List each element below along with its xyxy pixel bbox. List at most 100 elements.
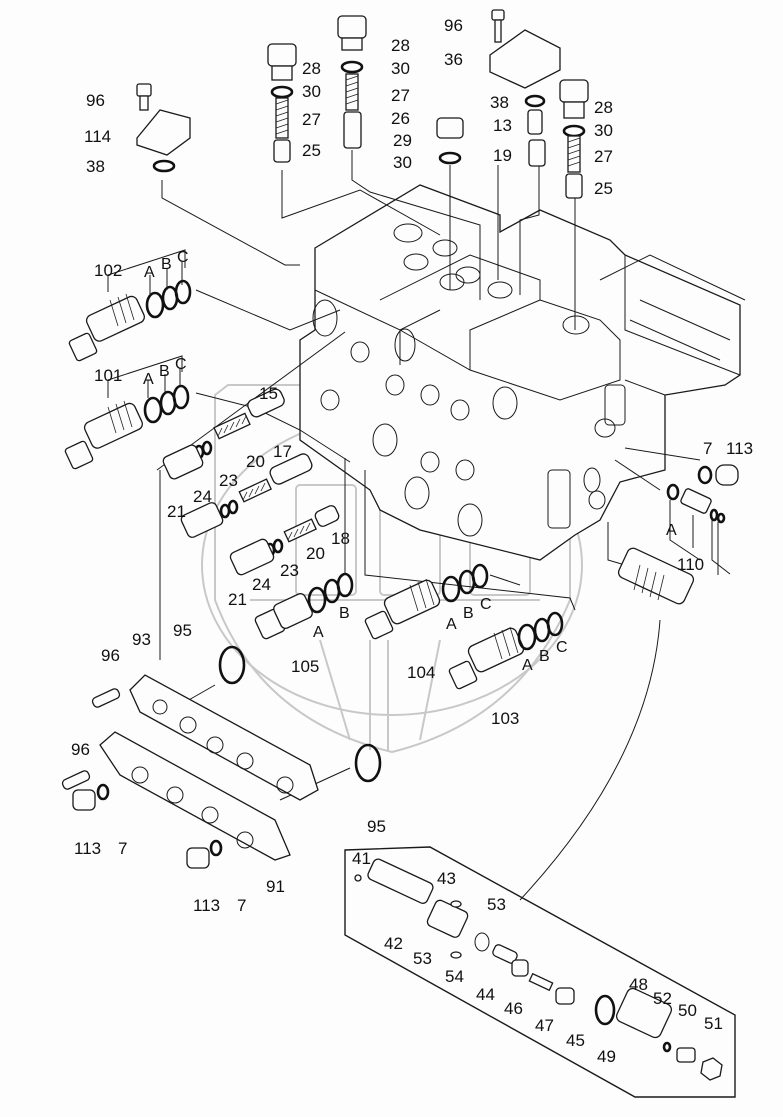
callout-24: 24 — [193, 487, 212, 506]
callout-54: 54 — [445, 967, 464, 986]
callout-96: 96 — [86, 91, 105, 110]
callout-95: 95 — [367, 817, 386, 836]
callout-96: 96 — [101, 646, 120, 665]
callout-30: 30 — [302, 82, 321, 101]
callout-7: 7 — [703, 439, 713, 458]
callout-103-C: C — [556, 639, 568, 656]
callout-24: 24 — [252, 575, 271, 594]
relief-plug-left — [267, 43, 297, 163]
callout-113: 113 — [193, 896, 221, 915]
cartridge-104 — [364, 563, 489, 640]
callout-38: 38 — [86, 157, 105, 176]
callout-27: 27 — [302, 110, 321, 129]
callout-103: 103 — [491, 709, 520, 728]
callout-91: 91 — [266, 877, 285, 896]
callout-41: 41 — [352, 849, 371, 868]
callout-17: 17 — [273, 442, 292, 461]
callout-96: 96 — [444, 16, 463, 35]
callout-101-B: B — [159, 363, 170, 380]
callout-105-B: B — [339, 605, 350, 622]
callout-93: 93 — [132, 630, 151, 649]
callout-28: 28 — [391, 36, 410, 55]
callout-44: 44 — [476, 985, 495, 1004]
callout-53: 53 — [487, 895, 506, 914]
plug-29 — [436, 117, 464, 165]
callout-27: 27 — [391, 86, 410, 105]
callout-102-B: B — [161, 256, 172, 273]
callout-104-A: A — [446, 616, 457, 633]
callout-113: 113 — [726, 439, 754, 458]
callout-23: 23 — [219, 471, 238, 490]
cover-36-group — [489, 9, 561, 167]
callout-103-A: A — [522, 657, 533, 674]
callout-52: 52 — [653, 989, 672, 1008]
callout-28: 28 — [302, 59, 321, 78]
callout-105-A: A — [313, 624, 324, 641]
callout-95: 95 — [173, 621, 192, 640]
callout-36: 36 — [444, 50, 463, 69]
callout-114: 114 — [84, 127, 112, 146]
relief-valve-inset — [344, 846, 736, 1098]
callout-103-B: B — [539, 648, 550, 665]
callout-30: 30 — [594, 121, 613, 140]
callout-19: 19 — [493, 146, 512, 165]
callout-53: 53 — [413, 949, 432, 968]
callout-30: 30 — [393, 153, 412, 172]
spool-parts — [162, 388, 340, 576]
callout-25: 25 — [302, 141, 321, 160]
callout-20: 20 — [246, 452, 265, 471]
flange-93 — [91, 645, 319, 801]
callout-101-A: A — [143, 371, 154, 388]
callout-20: 20 — [306, 544, 325, 563]
callout-46: 46 — [504, 999, 523, 1018]
callout-104-C: C — [480, 596, 492, 613]
callout-101-C: C — [175, 356, 187, 373]
callout-7: 7 — [118, 839, 128, 858]
callout-18: 18 — [331, 529, 350, 548]
callout-38: 38 — [490, 93, 509, 112]
relief-plug-right — [559, 79, 589, 199]
callout-110: 110 — [677, 555, 705, 574]
callout-110-A: A — [666, 522, 677, 539]
callout-21: 21 — [228, 590, 247, 609]
callout-101: 101 — [94, 366, 123, 385]
relief-plug-middle — [337, 15, 367, 149]
callout-7: 7 — [237, 896, 247, 915]
callout-25: 25 — [594, 179, 613, 198]
callout-42: 42 — [384, 934, 403, 953]
callout-96: 96 — [71, 740, 90, 759]
callout-104-B: B — [463, 605, 474, 622]
callout-50: 50 — [678, 1001, 697, 1020]
callout-43: 43 — [437, 869, 456, 888]
callout-27: 27 — [594, 147, 613, 166]
cover-114-group — [136, 83, 191, 173]
callout-102: 102 — [94, 261, 123, 280]
flange-91 — [61, 731, 382, 869]
cartridge-105 — [254, 572, 354, 640]
callout-49: 49 — [597, 1047, 616, 1066]
callout-23: 23 — [280, 561, 299, 580]
valve-body — [299, 184, 746, 561]
callout-29: 29 — [393, 131, 412, 150]
right-side-parts — [617, 464, 739, 605]
callout-26: 26 — [391, 109, 410, 128]
callout-15: 15 — [259, 384, 278, 403]
callout-105: 105 — [291, 657, 320, 676]
callout-113: 113 — [74, 839, 102, 858]
callout-51: 51 — [704, 1014, 723, 1033]
callout-30: 30 — [391, 59, 410, 78]
callout-104: 104 — [407, 663, 436, 682]
callout-45: 45 — [566, 1031, 585, 1050]
callout-102-A: A — [144, 264, 155, 281]
callout-48: 48 — [629, 975, 648, 994]
callout-102-C: C — [177, 249, 189, 266]
cartridge-101 — [64, 355, 190, 470]
callout-13: 13 — [493, 116, 512, 135]
callout-47: 47 — [535, 1016, 554, 1035]
callout-21: 21 — [167, 502, 186, 521]
callout-28: 28 — [594, 98, 613, 117]
cartridge-103 — [448, 611, 564, 690]
cartridge-102 — [68, 249, 192, 362]
